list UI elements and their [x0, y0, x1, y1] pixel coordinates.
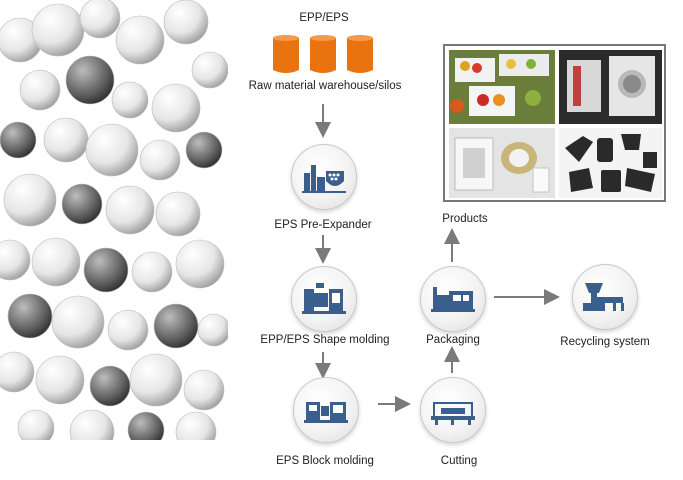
eps-bead [51, 295, 105, 349]
eps-bead [175, 239, 225, 289]
appliance-packaging-photo [559, 50, 662, 124]
eps-bead [83, 247, 129, 293]
packaging-label: Packaging [426, 334, 480, 346]
eps-bead [0, 121, 37, 159]
pre-expander-label: EPS Pre-Expander [274, 219, 372, 231]
packaging-node [420, 266, 486, 332]
eps-bead [191, 51, 228, 89]
pre-expander-machine-icon [302, 165, 346, 193]
eps-bead [79, 0, 121, 39]
eps-bead [115, 15, 165, 65]
eps-bead [17, 409, 55, 440]
cutting-node [420, 377, 486, 443]
cutting-line-icon [431, 402, 475, 425]
eps-bead [19, 69, 61, 111]
products-photo-collage [443, 44, 666, 202]
packaging-machine-icon [431, 287, 475, 312]
eps-bead [151, 83, 201, 133]
eps-bead [69, 409, 115, 440]
eps-bead [7, 293, 53, 339]
eps-bead [131, 251, 173, 293]
raw-material-title: EPP/EPS [299, 12, 349, 24]
eps-bead [185, 131, 223, 169]
eps-bead [129, 353, 183, 407]
eps-bead [3, 173, 57, 227]
eps-beads-image [0, 0, 228, 440]
block-molding-machine-icon [304, 402, 348, 423]
eps-bead [127, 411, 165, 440]
produce-boxes-photo [449, 50, 555, 124]
eps-bead [0, 351, 35, 393]
eps-bead [153, 303, 199, 349]
recycling-node [572, 264, 638, 330]
eps-bead [85, 123, 139, 177]
block-molding-node [293, 377, 359, 443]
recycling-label: Recycling system [560, 336, 650, 348]
eps-bead [61, 183, 103, 225]
pre-expander-node [291, 144, 357, 210]
foam-inserts-photo [449, 128, 555, 198]
eps-bead [183, 369, 225, 411]
eps-bead [0, 239, 31, 281]
cutting-label: Cutting [440, 455, 478, 467]
eps-bead [111, 81, 149, 119]
eps-bead [31, 237, 81, 287]
eps-bead [139, 139, 181, 181]
block-molding-label: EPS Block molding [276, 455, 374, 467]
shape-molding-label: EPP/EPS Shape molding [260, 334, 390, 346]
eps-bead [163, 0, 209, 45]
eps-bead [175, 411, 217, 440]
eps-bead [155, 191, 201, 237]
shape-molding-machine-icon [302, 283, 346, 314]
eps-bead [105, 185, 155, 235]
eps-bead [89, 365, 131, 407]
eps-bead [35, 355, 85, 405]
recycling-grinder-icon [583, 283, 624, 311]
eps-bead [107, 309, 149, 351]
products-label: Products [442, 213, 488, 225]
shape-molding-node [291, 266, 357, 332]
black-epp-parts-photo [559, 128, 662, 198]
raw-material-label: Raw material warehouse/silos [248, 80, 402, 92]
barrels-icon [273, 35, 373, 73]
eps-bead [65, 55, 115, 105]
eps-bead [197, 313, 228, 347]
